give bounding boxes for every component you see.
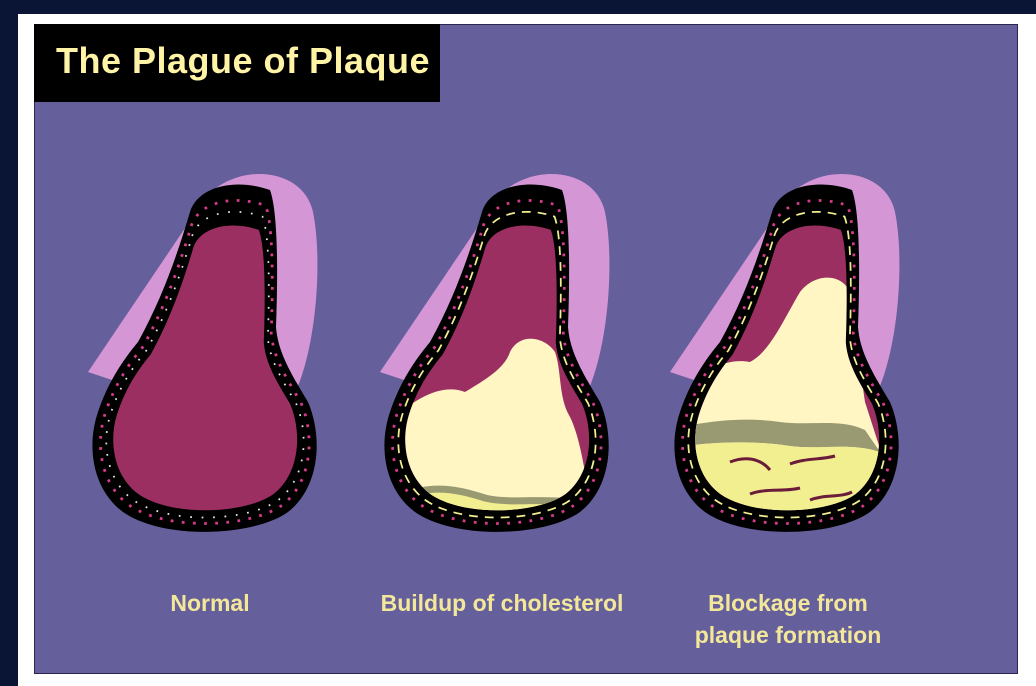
artery-blockage	[670, 174, 910, 542]
caption-buildup: Buildup of cholesterol	[372, 588, 632, 619]
caption-blockage-line1: Blockage from	[690, 588, 886, 619]
caption-normal: Normal	[158, 588, 262, 619]
caption-blockage-line2: plaque formation	[680, 620, 896, 651]
artery-buildup	[380, 174, 609, 542]
artery-normal	[88, 174, 317, 532]
